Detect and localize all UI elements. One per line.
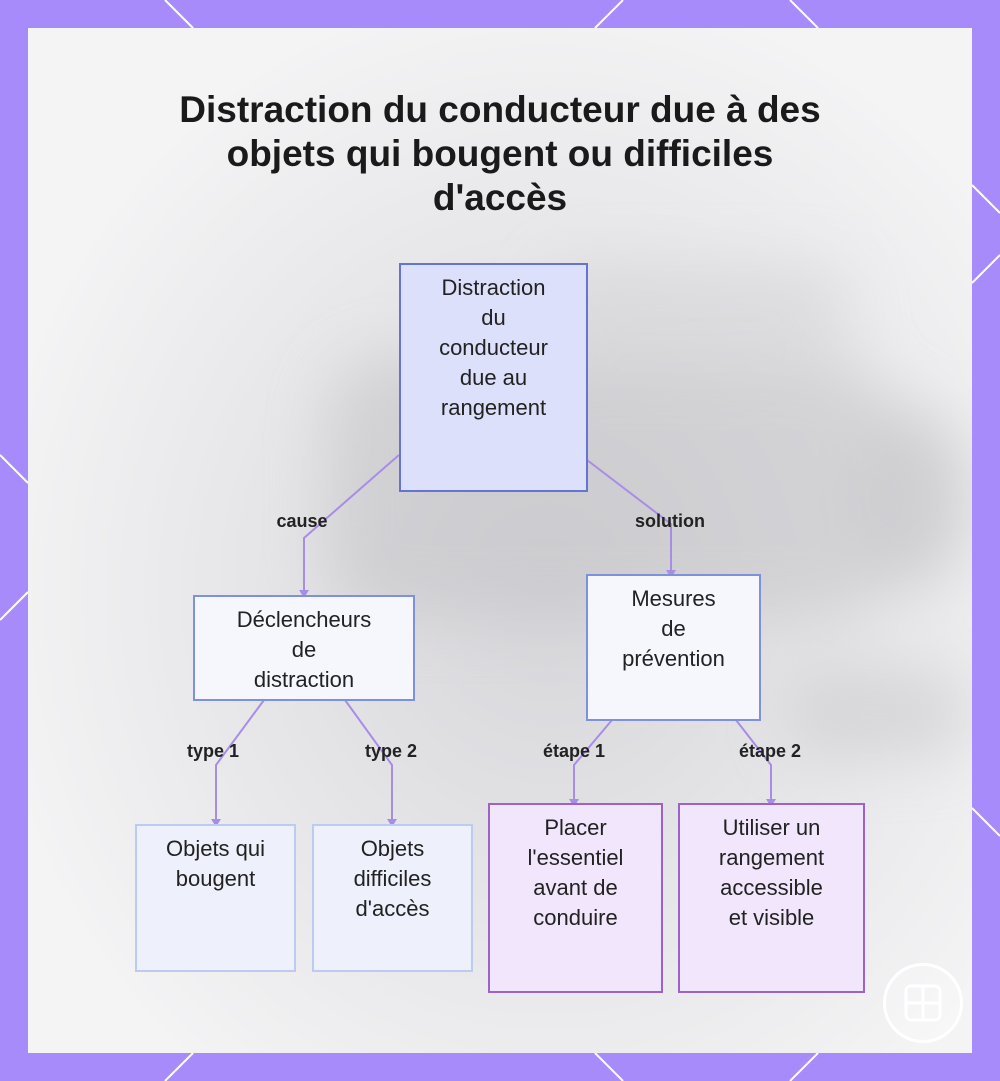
connector-lines	[211, 454, 776, 827]
edge-label-solution: solution	[635, 511, 705, 531]
step1-node: Placer l'essentiel avant de conduire	[488, 803, 663, 993]
connector-solution	[586, 459, 672, 574]
edge-label-step2: étape 2	[738, 741, 802, 761]
edge-label-cause: cause	[276, 511, 328, 531]
arrowhead-type1	[211, 819, 221, 827]
arrowhead-type2	[387, 819, 397, 827]
connector-cause	[303, 454, 400, 594]
arrowhead-cause	[299, 590, 309, 598]
connector-step2	[735, 719, 772, 803]
moving-objects-node: Objets qui bougent	[135, 824, 296, 972]
edge-label-step1: étape 1	[542, 741, 606, 761]
grid-logo-icon	[883, 963, 963, 1043]
root-node: Distraction du conducteur due au rangeme…	[399, 263, 588, 492]
edge-label-type2: type 2	[364, 741, 418, 761]
connector-step1	[573, 719, 613, 803]
step2-node: Utiliser un rangement accessible et visi…	[678, 803, 865, 993]
triggers-node: Déclencheurs de distraction	[193, 595, 415, 701]
diagram-card: Distraction du conducteur due à des obje…	[28, 28, 972, 1053]
connector-type1	[215, 699, 265, 823]
edge-label-type1: type 1	[186, 741, 240, 761]
hard-access-objects-node: Objets difficiles d'accès	[312, 824, 473, 972]
connector-type2	[344, 699, 393, 823]
prevention-node: Mesures de prévention	[586, 574, 761, 721]
page-title: Distraction du conducteur due à des obje…	[179, 89, 821, 218]
